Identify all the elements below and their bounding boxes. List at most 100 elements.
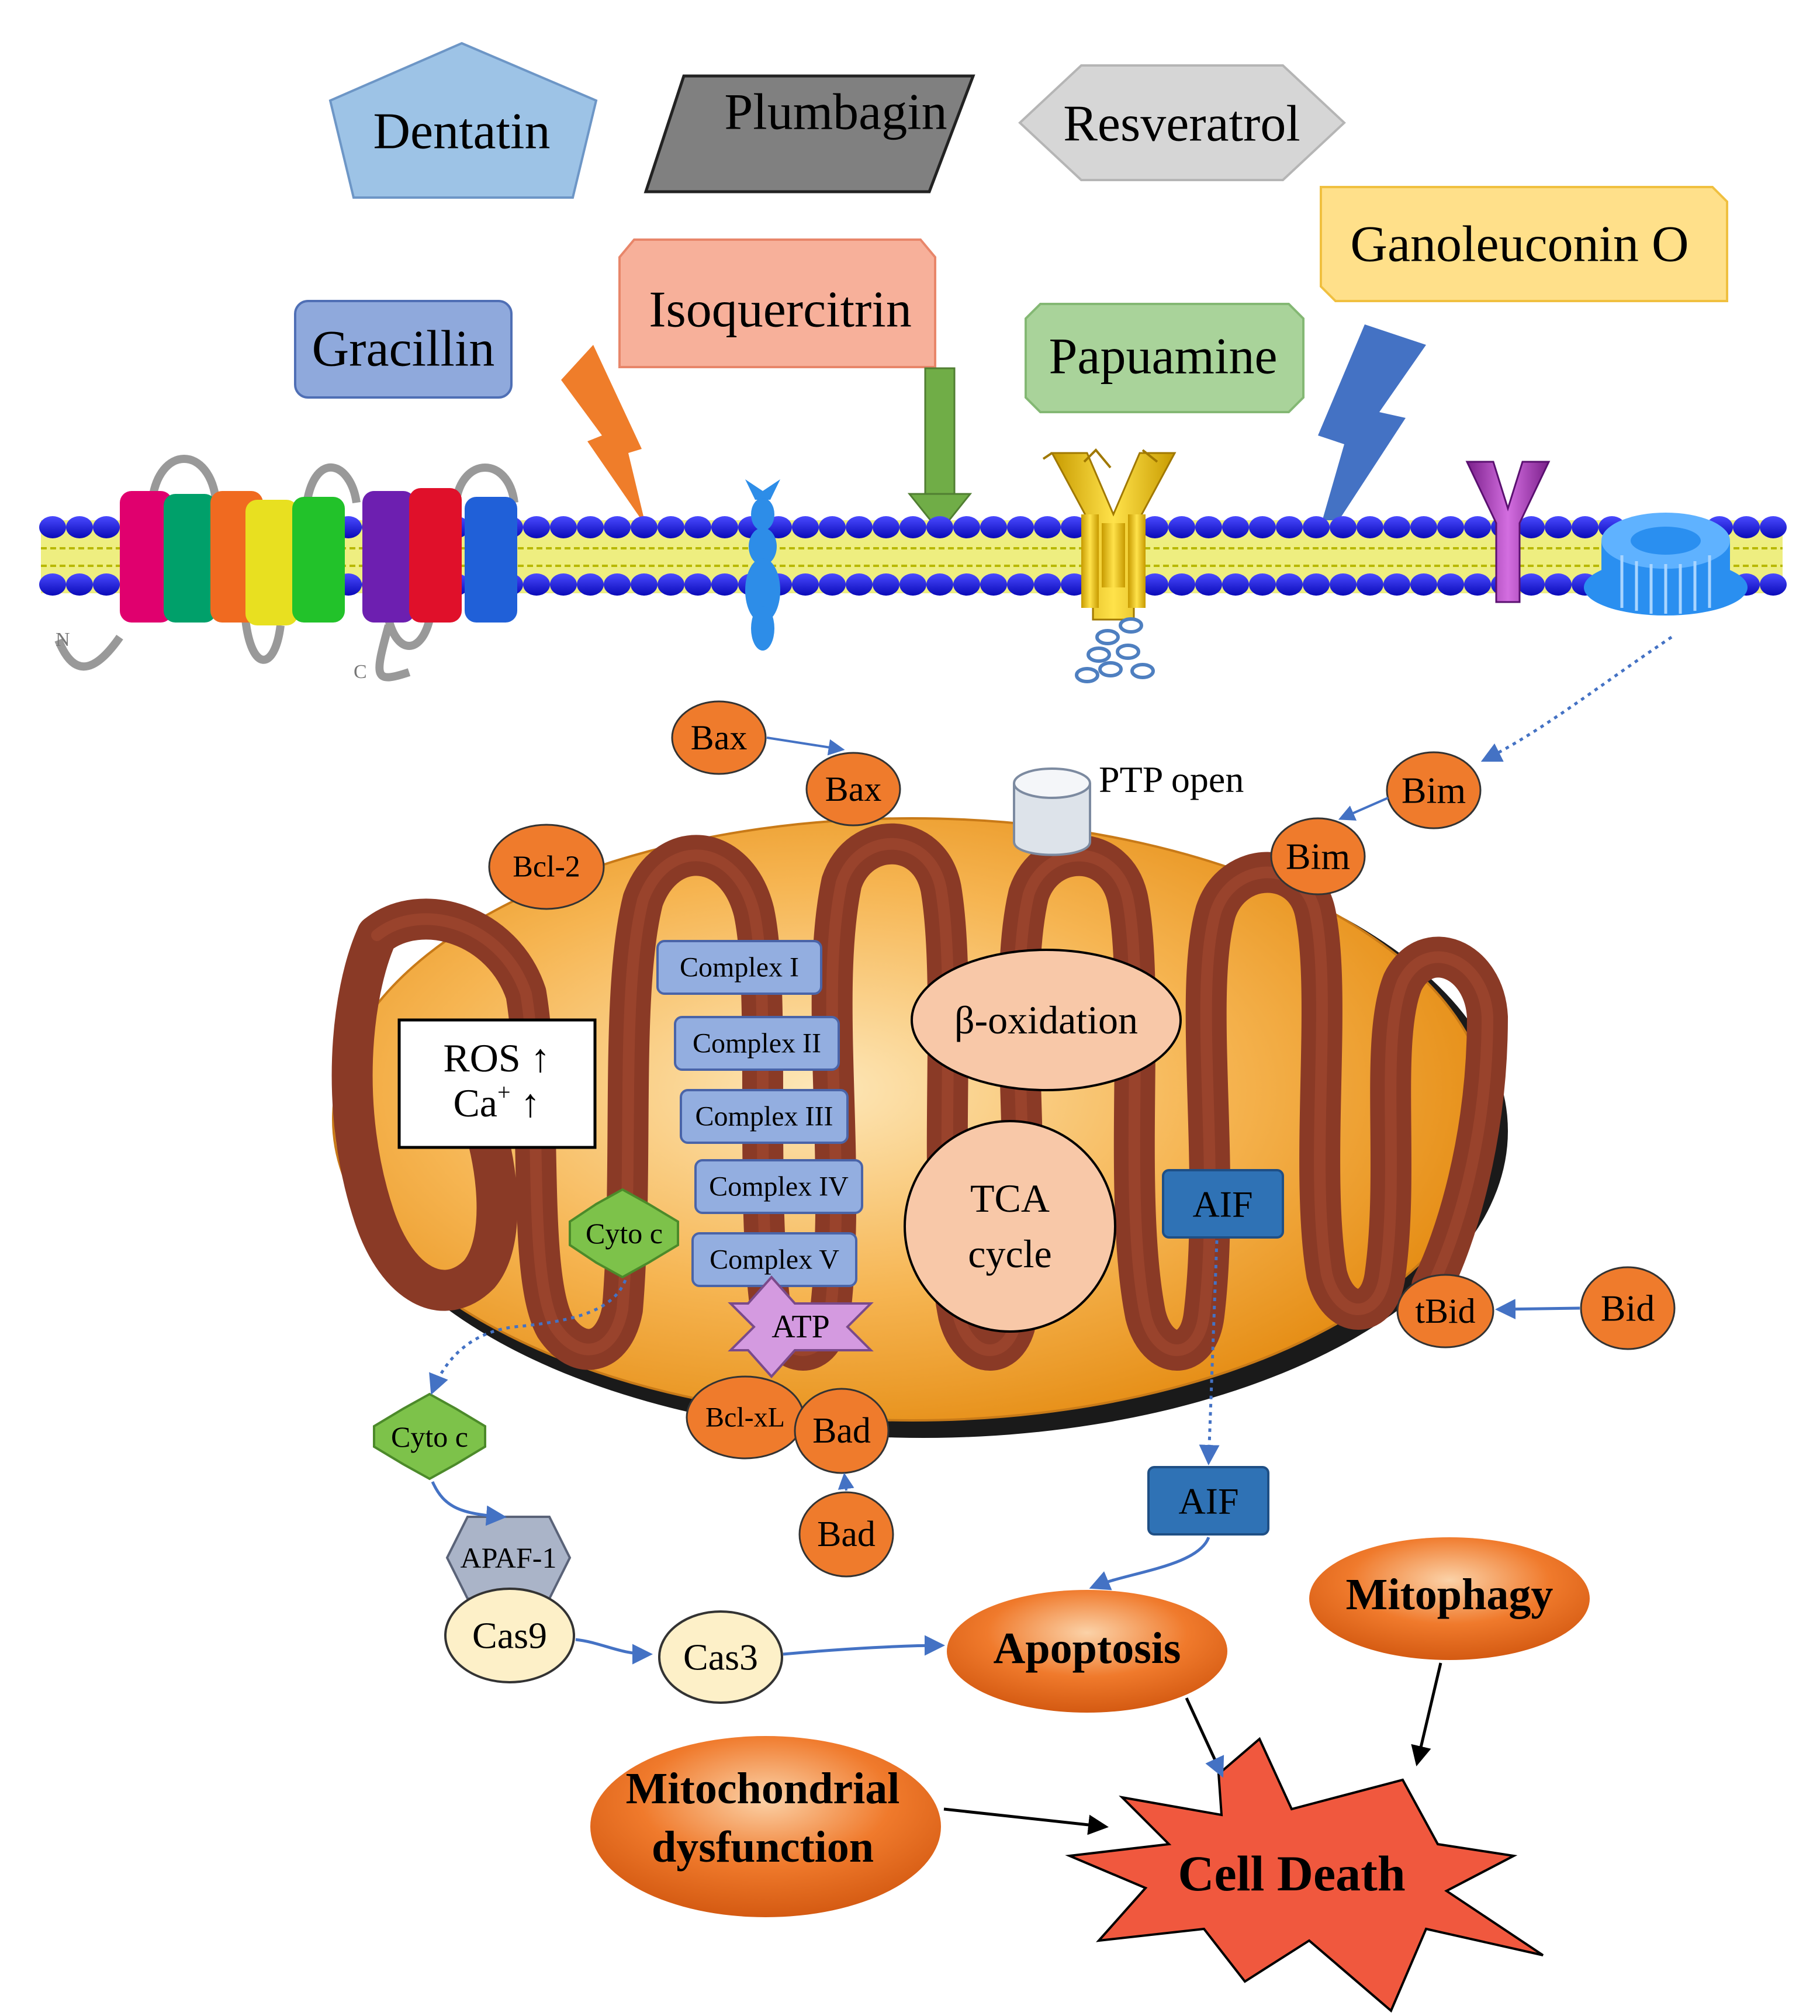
apoptosis-label: Apoptosis [994,1624,1181,1673]
apaf1-node: APAF-1 [445,1516,572,1600]
lipid-head [1410,573,1437,596]
lipid-head [523,516,550,538]
lipid-head [1383,573,1410,596]
mitochondrial-dysfunction-node: Mitochondrial dysfunction [590,1736,941,1917]
bcl2-label: Bcl-2 [513,850,580,884]
complex-5-label: Complex V [710,1244,839,1275]
lipid-head [926,573,953,596]
aif-outer-node: AIF [1147,1466,1269,1536]
dentatin-label: Dentatin [373,103,550,160]
lipid-head [1195,573,1222,596]
lipid-head [66,573,93,596]
tca-cycle-node: TCA cycle [904,1120,1116,1333]
bcl-xl-label: Bcl-xL [705,1402,785,1433]
isoquercitrin-label: Isoquercitrin [649,282,912,338]
beta-oxidation-label: β-oxidation [954,998,1138,1042]
lipid-head [1518,573,1545,596]
lipid-head [953,573,980,596]
complex-3-label: Complex III [696,1101,833,1132]
ptp-channel: PTP open [1013,759,1244,856]
dysfunction-label-line2: dysfunction [652,1823,874,1872]
bax-inner-node: Bax [805,752,901,827]
cell-death-label: Cell Death [1178,1845,1405,1901]
lipid-head [953,516,980,538]
complex-1-node: Complex I [656,940,822,995]
compound-papuamine: Papuamine [1025,303,1305,413]
complex-1-label: Complex I [680,952,799,983]
lipid-head [93,573,120,596]
receptor-y-icon [1465,461,1551,603]
lipid-head [1733,516,1760,538]
lipid-head [1545,573,1572,596]
bad-outer-label: Bad [817,1514,876,1554]
bax-inner-label: Bax [825,770,882,808]
lipid-head [684,573,711,596]
lipid-head [1141,516,1168,538]
bad-inner-node: Bad [794,1388,890,1474]
tbid-label: tBid [1415,1292,1475,1330]
n-terminal-label: N [56,629,70,651]
gracillin-label: Gracillin [312,321,495,378]
dysfunction-label-line1: Mitochondrial [626,1764,900,1813]
lipid-head [604,573,631,596]
atp-label: ATP [771,1309,830,1345]
atp-star: ATP [728,1275,874,1379]
tbid-node: tBid [1396,1274,1494,1348]
ros-calcium-box: ROS ↑ Ca+ ↑ [397,1018,597,1149]
complex-2-node: Complex II [674,1016,840,1071]
ptp-label: PTP open [1099,759,1244,800]
lipid-head [980,516,1007,538]
lipid-head [1222,516,1249,538]
lipid-head [980,573,1007,596]
cyto-c-outer-label: Cyto c [391,1420,468,1453]
tca-label-line1: TCA [970,1176,1050,1220]
mitophagy-label: Mitophagy [1346,1570,1553,1619]
lipid-head [684,516,711,538]
lipid-head [1303,516,1330,538]
lipid-head [1437,573,1464,596]
lipid-head [1195,516,1222,538]
lipid-head [1303,573,1330,596]
connectors [429,635,1673,1835]
compound-resveratrol: Resveratrol [1018,64,1346,181]
cyto-c-inner-label: Cyto c [586,1217,663,1250]
lipid-head [1357,516,1383,538]
lipid-head [550,516,577,538]
lipid-head [523,573,550,596]
lipid-head [1034,573,1061,596]
lipid-head [93,516,120,538]
complex-2-label: Complex II [693,1028,821,1059]
lipid-head [1464,573,1491,596]
aif-outer-label: AIF [1178,1481,1238,1522]
plumbagin-label: Plumbagin [724,84,947,141]
bad-outer-node: Bad [798,1491,894,1578]
aif-inner-label: AIF [1192,1184,1252,1225]
complex-4-node: Complex IV [694,1159,863,1214]
lipid-head [1330,573,1357,596]
lipid-head [1061,573,1088,596]
lipid-head [1249,573,1276,596]
lipid-head [1222,573,1249,596]
lipid-head [658,573,684,596]
papuamine-label: Papuamine [1049,328,1277,385]
complex-5-node: Complex V [691,1232,857,1287]
ganoleuconin-lightning-icon [1309,324,1426,566]
lipid-head [1383,516,1410,538]
compound-isoquercitrin: Isoquercitrin [618,238,936,368]
gracillin-lightning-icon [561,345,646,526]
lipid-head [1276,516,1303,538]
bad-inner-label: Bad [812,1411,871,1451]
cas3-node: Cas3 [658,1610,783,1704]
compound-ganoleuconin-o: Ganoleuconin O [1320,186,1728,302]
receptor-tyrosine-kinase-icon [1042,448,1177,621]
lipid-head [1141,573,1168,596]
bcl-xl-node: Bcl-xL [686,1375,805,1460]
lipid-head [1168,516,1195,538]
cas3-label: Cas3 [683,1637,758,1678]
apaf1-label: APAF-1 [461,1541,557,1574]
cyto-c-inner-node: Cyto c [569,1188,679,1279]
lipid-head [819,573,846,596]
lipid-head [550,573,577,596]
tca-label-line2: cycle [968,1232,1051,1276]
